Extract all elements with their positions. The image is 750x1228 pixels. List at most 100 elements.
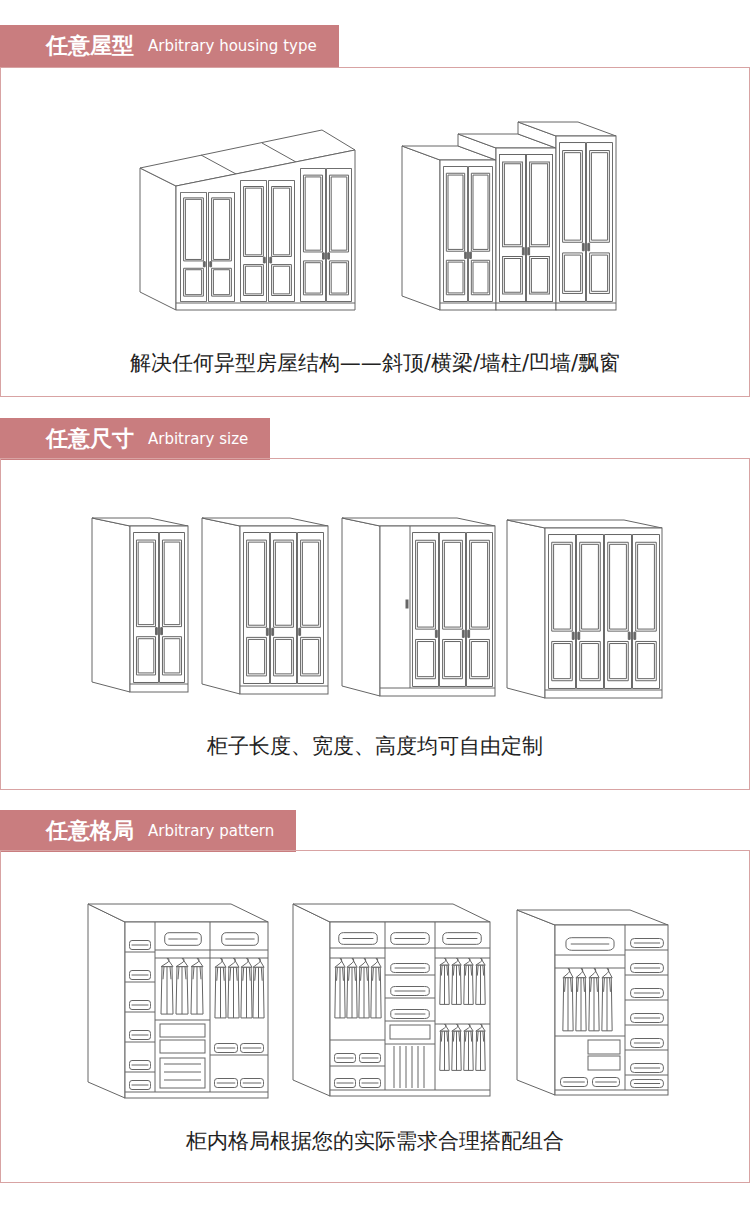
size-wardrobes-use [159, 533, 184, 683]
size-wardrobes-polygon [202, 518, 328, 526]
interior-wardrobe-use [631, 1014, 664, 1023]
section-subtitle: Arbitrary housing type [148, 37, 317, 55]
interior-wardrobe-line [330, 1040, 385, 1041]
size-wardrobes-rect [545, 528, 662, 698]
interior-wardrobe-use [334, 1079, 355, 1088]
size-wardrobes-line [410, 526, 411, 688]
size-wardrobes-rect [130, 526, 188, 692]
sloped-wardrobe-use [208, 192, 234, 301]
interior-wardrobe-line [155, 950, 268, 951]
interior-wardrobe-polygon [517, 910, 555, 1095]
size-wardrobes-use [412, 533, 438, 687]
interior-wardrobe-use [240, 1079, 263, 1088]
size-wardrobes-use [133, 533, 158, 683]
interior-wardrobe-use [335, 958, 345, 1018]
sloped-wardrobe-use [268, 180, 294, 301]
interior-wardrobe-use [359, 958, 369, 1018]
interior-wardrobe-line [625, 1025, 668, 1026]
stepped-wardrobe-use [499, 154, 525, 301]
interior-wardrobe-use [129, 941, 150, 950]
interior-wardrobe-use [214, 1079, 237, 1088]
interior-wardrobe-use [631, 964, 664, 973]
interior-wardrobe-use [602, 968, 612, 1031]
interior-wardrobe-polygon [517, 910, 668, 925]
section-panel: 柜内格局根据您的实际需求合理搭配组合 [0, 850, 750, 1183]
sloped-wardrobe [140, 130, 355, 310]
interior-wardrobe-rect [160, 1058, 205, 1088]
interior-wardrobe-line [330, 948, 490, 949]
sloped-wardrobe-use [180, 192, 206, 301]
interior-wardrobe-line [555, 1036, 625, 1037]
sloped-wardrobe-use [300, 168, 325, 301]
interior-wardrobe-use [563, 968, 573, 1031]
sloped-wardrobe-line [176, 303, 355, 304]
interior-wardrobe-polygon [293, 904, 330, 1096]
interior-wardrobe-line [330, 1090, 490, 1091]
size-wardrobes-rect [240, 526, 328, 694]
sloped-wardrobe-use [326, 168, 351, 301]
sloped-wardrobe-line [201, 155, 236, 174]
interior-wardrobe-use [215, 958, 226, 1018]
interior-wardrobe-line [625, 975, 668, 976]
interior-wardrobe-line [385, 998, 435, 999]
interior-wardrobe-line [210, 922, 211, 1092]
stepped-wardrobe [402, 122, 616, 310]
interior-wardrobe-rect [588, 1056, 620, 1070]
interior-wardrobe-line [625, 1050, 668, 1051]
interior-wardrobe-use [631, 939, 664, 948]
size-wardrobes-polygon [342, 518, 495, 526]
size-wardrobes-use [604, 535, 631, 689]
interior-wardrobe-line [210, 1055, 268, 1056]
size-wardrobes-line [545, 690, 662, 691]
size-wardrobes-use [548, 535, 575, 689]
interior-wardrobe-line [125, 1092, 268, 1093]
interior-wardrobe-line [155, 1020, 210, 1021]
stepped-wardrobe-rect [556, 136, 616, 310]
interior-wardrobe-use [391, 964, 429, 973]
section-title: 任意尺寸 [46, 424, 134, 454]
size-wardrobes-polygon [507, 520, 545, 698]
interior-wardrobe-line [125, 1072, 155, 1073]
interior-wardrobe-rect [160, 1024, 205, 1037]
interior-wardrobe-line [125, 982, 155, 983]
interior-wardrobe-use [334, 1054, 355, 1063]
size-wardrobes [92, 518, 662, 698]
stepped-wardrobe-rect [440, 160, 496, 310]
interior-wardrobe-line [625, 1000, 668, 1001]
interior-wardrobe-use [476, 958, 485, 1004]
interior-wardrobe-path [394, 1046, 424, 1088]
interior-wardrobe-use [576, 968, 586, 1031]
interior-wardrobe-use [214, 1044, 237, 1053]
interior-wardrobe-line [555, 1090, 668, 1091]
size-wardrobes-polygon [92, 518, 188, 526]
interior-wardrobe-rect [588, 1040, 620, 1054]
size-wardrobes-polygon [202, 518, 240, 694]
size-wardrobes-line [380, 688, 495, 689]
interior-wardrobe-polygon [88, 904, 125, 1098]
interior-wardrobe-line [555, 968, 625, 969]
size-wardrobes-use [243, 533, 269, 684]
section-panel: 解决任何异型房屋结构——斜顶/横梁/墙柱/凹墙/飘窗 [0, 67, 750, 397]
stepped-wardrobe-use [443, 166, 467, 301]
stepped-wardrobe-rect [496, 148, 556, 310]
sloped-wardrobe-polygon [176, 150, 355, 310]
interior-wardrobe-polygon [88, 904, 268, 922]
interior-wardrobe-line [385, 922, 386, 1090]
interior-wardrobe-use [631, 1039, 664, 1048]
size-wardrobes-rect [380, 526, 495, 696]
interior-wardrobe-use [631, 1064, 664, 1073]
interior-wardrobe-rect [390, 1025, 430, 1039]
interior-wardrobe-use [391, 987, 429, 996]
interior-wardrobe-path [164, 1064, 201, 1080]
interior-wardrobe [88, 904, 668, 1098]
stepped-wardrobe-use [559, 143, 585, 302]
stepped-wardrobe-polygon [518, 122, 616, 136]
size-wardrobes-use [576, 535, 603, 689]
interior-wardrobe-use [253, 958, 264, 1018]
interior-wardrobe-use [161, 958, 173, 1014]
interior-wardrobe-use [631, 1079, 664, 1087]
interior-wardrobe-use [129, 1061, 150, 1070]
size-wardrobes-use [466, 533, 492, 687]
size-wardrobes-use [270, 533, 296, 684]
